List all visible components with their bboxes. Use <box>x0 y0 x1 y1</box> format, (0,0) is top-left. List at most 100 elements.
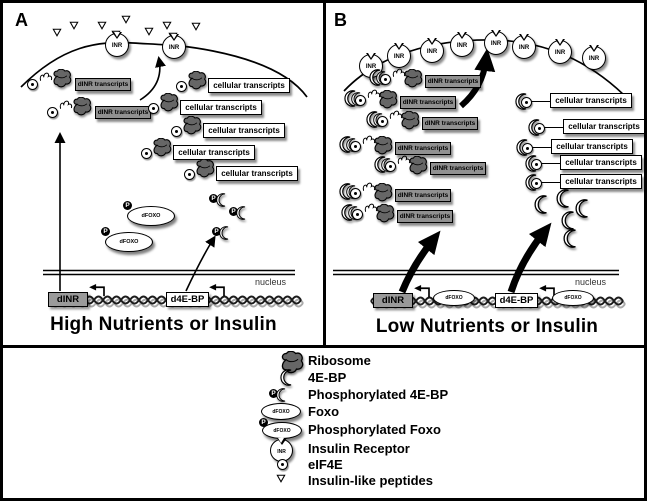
eif4e-icon <box>184 169 195 180</box>
eif4e-icon <box>352 209 363 220</box>
insulin-receptor-icon: INR <box>162 33 186 59</box>
ribosome-icon <box>151 138 172 157</box>
foxo-icon: dFOXO <box>105 232 153 252</box>
cellular-transcript-box: cellular transcripts <box>173 145 255 160</box>
panel-a-caption: High Nutrients or Insulin <box>50 314 277 335</box>
insulin-like-peptide-icon <box>162 21 172 30</box>
mrna-connector <box>541 163 560 164</box>
insulin-like-peptide-icon <box>191 22 201 31</box>
mrna-connector <box>544 127 563 128</box>
cellular-transcript-box: cellular transcripts <box>560 174 642 189</box>
promoter-arrow-icon <box>89 284 106 297</box>
mrna-connector <box>532 147 551 148</box>
ribosome-icon <box>402 69 423 88</box>
eif4e-icon <box>522 143 533 154</box>
ribosome-icon <box>181 116 202 135</box>
cellular-transcript-box: cellular transcripts <box>563 119 644 134</box>
insulin-receptor-icon: INR <box>548 38 572 64</box>
4ebp-icon <box>216 193 229 207</box>
insulin-receptor-icon: INR <box>582 44 606 70</box>
panel-divider <box>323 3 326 345</box>
legend-label: Foxo <box>308 404 340 419</box>
dinr-transcript-box: dINR transcripts <box>400 96 456 109</box>
nucleus-label: nucleus <box>255 277 287 287</box>
4ebp-icon <box>561 211 579 230</box>
ribosome-icon <box>399 111 420 130</box>
legend-label: Ribosome <box>308 353 371 368</box>
eif4e-icon <box>171 126 182 137</box>
4ebp-icon <box>219 226 232 240</box>
mrna-connector <box>541 182 560 183</box>
ribosome-icon <box>186 71 207 90</box>
ribosome-icon <box>407 156 428 175</box>
ribosome-icon <box>194 159 215 178</box>
legend-label: Insulin-like peptides <box>308 473 433 488</box>
insulin-receptor-icon: INR <box>512 33 536 59</box>
4ebp-icon <box>280 369 296 386</box>
legend-label: 4E-BP <box>308 370 347 385</box>
insulin-receptor-icon: INR <box>420 37 444 63</box>
insulin-like-peptide-icon <box>69 21 79 30</box>
insulin-receptor-icon: INR <box>105 31 129 57</box>
cellular-transcript-box: cellular transcripts <box>551 139 633 154</box>
panel-a-label: A <box>15 10 28 30</box>
ribosome-icon <box>377 90 398 109</box>
4ebp-icon <box>236 206 249 220</box>
phosphate-icon: P <box>101 227 110 236</box>
eif4e-icon <box>141 148 152 159</box>
phosphate-icon: P <box>212 227 221 236</box>
eif4e-icon <box>350 188 361 199</box>
insulin-like-peptide-icon <box>52 28 62 37</box>
4ebp-icon <box>534 195 552 214</box>
legend-label: eIF4E <box>308 457 343 472</box>
dinr-transcript-box: dINR transcripts <box>95 106 151 119</box>
legend-label: Insulin Receptor <box>308 441 410 456</box>
foxo-icon: dFOXO <box>127 206 175 226</box>
dinr-gene-box: dINR <box>373 293 413 308</box>
legend-label: Phosphorylated 4E-BP <box>308 387 449 402</box>
foxo-icon: dFOXO <box>433 290 475 306</box>
nucleus-label: nucleus <box>575 277 607 287</box>
foxo-icon: dFOXO <box>261 403 301 420</box>
insulin-like-peptide-icon <box>97 21 107 30</box>
ribosome-icon <box>51 69 72 88</box>
4ebp-icon <box>556 189 574 208</box>
eif4e-icon <box>355 95 366 106</box>
eif4e-icon <box>521 97 532 108</box>
d4ebp-gene-box: d4E-BP <box>166 292 209 307</box>
insulin-receptor-icon: INR <box>387 42 411 68</box>
panel-b-caption: Low Nutrients or Insulin <box>375 316 599 337</box>
eif4e-icon <box>531 159 542 170</box>
dinr-transcript-box: dINR transcripts <box>397 210 453 223</box>
dinr-gene-box: dINR <box>48 292 88 307</box>
eif4e-icon <box>385 161 396 172</box>
d4ebp-gene-box: d4E-BP <box>495 293 538 308</box>
ribosome-icon <box>158 93 179 112</box>
cellular-transcript-box: cellular transcripts <box>203 123 285 138</box>
cellular-transcript-box: cellular transcripts <box>550 93 632 108</box>
eif4e-icon <box>176 81 187 92</box>
legend-label: Phosphorylated Foxo <box>308 422 441 437</box>
eif4e-icon <box>350 141 361 152</box>
eif4e-icon <box>148 103 159 114</box>
ribosome-icon <box>372 136 393 155</box>
promoter-arrow-icon <box>209 284 226 297</box>
phosphate-icon: P <box>229 207 238 216</box>
ribosome-icon <box>71 97 92 116</box>
cellular-transcript-box: cellular transcripts <box>560 155 642 170</box>
insulin-receptor-icon: INR <box>484 29 508 55</box>
phosphate-icon: P <box>123 201 132 210</box>
foxo-icon: dFOXO <box>552 290 594 306</box>
eif4e-icon <box>377 116 388 127</box>
phosphate-icon: P <box>269 389 278 398</box>
phosphate-icon: P <box>209 194 218 203</box>
dinr-transcript-box: dINR transcripts <box>395 142 451 155</box>
insulin-receptor-icon: INR <box>450 31 474 57</box>
foxo-icon: dFOXO <box>262 422 302 439</box>
eif4e-icon <box>277 459 288 470</box>
eif4e-icon <box>531 178 542 189</box>
eif4e-icon <box>380 74 391 85</box>
insulin-like-peptide-icon <box>144 27 154 36</box>
cellular-transcript-box: cellular transcripts <box>208 78 290 93</box>
